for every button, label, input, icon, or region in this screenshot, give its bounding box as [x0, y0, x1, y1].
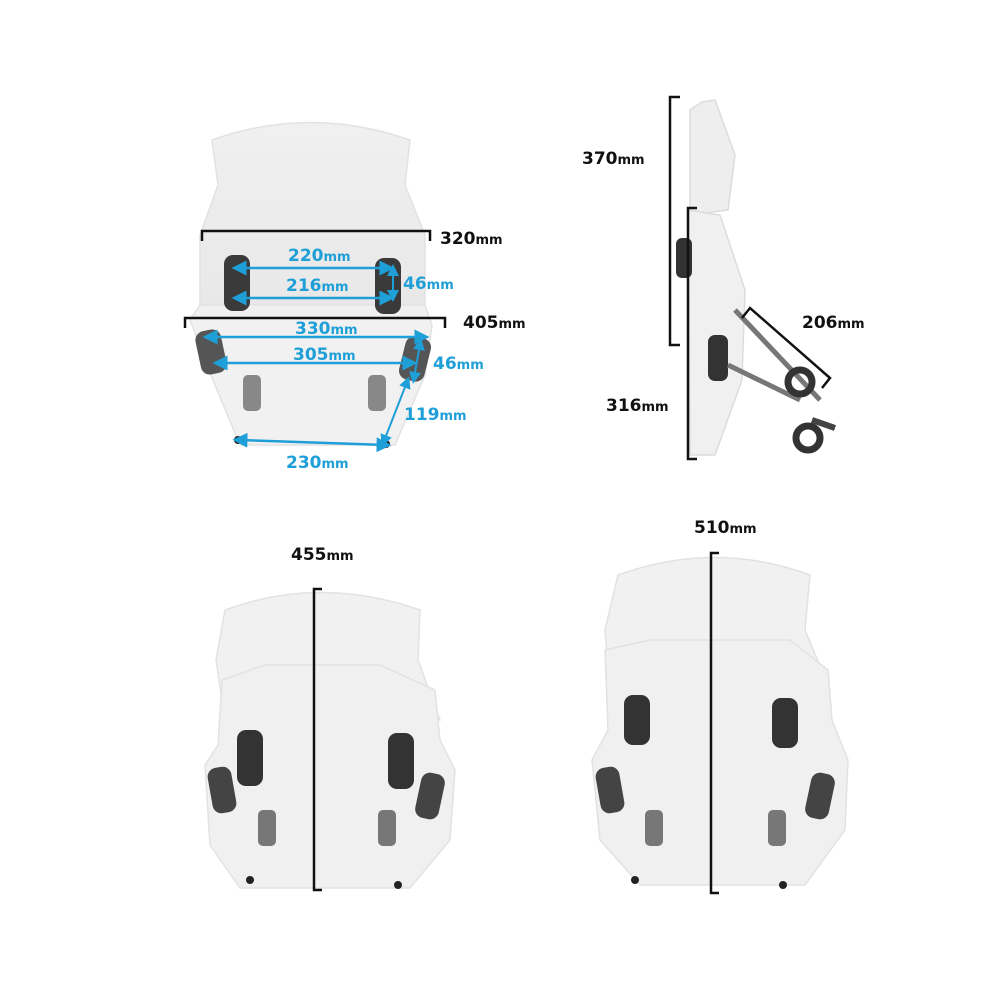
dim-label-119: 119mm: [404, 405, 467, 425]
dim-line-510: [709, 551, 719, 895]
dim-label-206: 206mm: [802, 313, 865, 333]
bracket-rod-upper: [733, 308, 822, 402]
side-view: 370mm 316mm 206mm: [582, 95, 865, 461]
dim-label-46-upper: 46mm: [403, 274, 454, 294]
dim-line-320: [200, 229, 432, 241]
dim-label-46-lower: 46mm: [433, 354, 484, 374]
dim-label-370: 370mm: [582, 149, 645, 169]
dim-line-230: [232, 432, 392, 453]
tall-bottom-left-bolt: [631, 876, 639, 884]
side-upper-panel: [689, 99, 736, 216]
dim-label-510: 510mm: [694, 518, 757, 538]
short-upper-right-pad: [388, 733, 414, 789]
tall-lower-left-pad: [595, 766, 625, 814]
right-clamp: [368, 375, 386, 411]
tall-lower-right-pad: [805, 772, 835, 820]
tall-upper-left-pad: [624, 695, 650, 745]
front-view-dimensioned: 320mm 405mm 220mm 216mm 46mm 330mm 305mm…: [183, 121, 526, 473]
side-lower-panel: [687, 209, 746, 456]
side-upper-mount-pad: [676, 238, 692, 278]
bracket-clamp-upper: [784, 366, 816, 398]
dim-line-455: [312, 587, 322, 892]
dim-label-230: 230mm: [286, 453, 349, 473]
short-bottom-right-bolt: [394, 881, 402, 889]
side-lower-mount-pad: [708, 335, 728, 381]
short-right-clamp: [378, 810, 396, 846]
tall-right-clamp: [768, 810, 786, 846]
short-bottom-left-bolt: [246, 876, 254, 884]
short-upper-left-pad: [237, 730, 263, 786]
tall-bottom-right-bolt: [779, 881, 787, 889]
tall-windshield-view: 510mm: [591, 518, 849, 895]
dim-label-405: 405mm: [463, 313, 526, 333]
dim-line-46-lower: [409, 338, 425, 384]
bracket-rod-lower: [726, 362, 802, 403]
dim-line-405: [183, 316, 447, 328]
dim-label-216: 216mm: [286, 276, 349, 296]
left-clamp: [243, 375, 261, 411]
tall-upper-right-pad: [772, 698, 798, 748]
dim-label-330: 330mm: [295, 319, 358, 339]
dim-label-455: 455mm: [291, 545, 354, 565]
dim-line-370: [668, 95, 680, 347]
tall-left-clamp: [645, 810, 663, 846]
short-lower-left-pad: [207, 766, 237, 814]
upper-right-mount-pad: [375, 258, 401, 314]
short-windshield-view: 455mm: [204, 545, 456, 892]
dim-line-206: [741, 306, 832, 389]
dim-label-320: 320mm: [440, 229, 503, 249]
bracket-bolt: [811, 417, 836, 431]
dim-line-316: [686, 206, 697, 461]
short-lower-right-pad: [415, 772, 445, 820]
upper-left-mount-pad: [224, 255, 250, 311]
dim-line-119: [380, 376, 411, 447]
dim-label-316: 316mm: [606, 396, 669, 416]
dim-label-220: 220mm: [288, 246, 351, 266]
tall-lower-panel: [591, 639, 849, 886]
bracket-clamp-lower: [792, 422, 824, 454]
short-left-clamp: [258, 810, 276, 846]
dim-label-305: 305mm: [293, 345, 356, 365]
